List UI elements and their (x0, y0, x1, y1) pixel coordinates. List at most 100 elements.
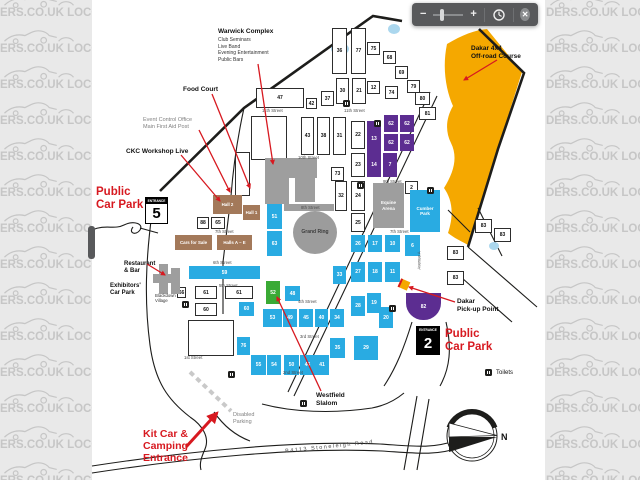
venue-blackdown-village-building (171, 268, 180, 294)
block-65: 65 (211, 217, 225, 229)
block-54: 54 (267, 355, 281, 375)
block-47: 47 (256, 88, 304, 108)
watermark-tile: DERS.CO.UK LOCOST (546, 0, 640, 30)
watermark-tile: ERS.CO.UK LOCOST (0, 0, 110, 30)
block-35: 35 (330, 338, 345, 358)
venue-warwick-complex-building (265, 158, 317, 178)
block-53: 53 (263, 309, 282, 327)
block-55: 55 (251, 355, 266, 375)
toilet-icon (182, 301, 189, 308)
road (145, 212, 191, 418)
watermark-tile: ERS.CO.UK LOCOST (0, 210, 110, 246)
map-label: CKC Workshop Live (126, 148, 189, 155)
map-label: Food Court (183, 86, 219, 93)
block-30: 30 (336, 78, 349, 104)
watermark-tile: DERS.CO.UK LOCOST (546, 246, 640, 282)
road (466, 28, 526, 248)
callout-line (276, 296, 322, 392)
road (91, 222, 142, 234)
block-81: 81 (419, 107, 436, 120)
watermark-tile: DERS.CO.UK LOCOST (546, 102, 640, 138)
callout-line (257, 63, 275, 166)
map-label: Exhibitors' (110, 283, 141, 289)
street-label: 11th Street (344, 108, 365, 113)
pond (489, 242, 499, 250)
map-label: Westfield (316, 392, 345, 399)
watermark-tile: ERS.CO.UK LOCOST (0, 30, 110, 66)
toilet-icon (485, 369, 492, 376)
road (461, 277, 513, 323)
callout-line (180, 154, 221, 202)
block-60: 60 (239, 302, 254, 316)
road (403, 395, 418, 471)
block-27: 27 (351, 262, 365, 282)
watermark-tile: ERS.CO.UK LOCOST (0, 426, 110, 462)
block-83: 83 (447, 271, 464, 285)
street-label: 4th Street (298, 299, 317, 304)
map-label: Event Control Office (143, 117, 193, 123)
block-50: 50 (284, 355, 299, 375)
watermark-tile: DERS.CO.UK LOCOST (546, 210, 640, 246)
street-label: 5th Street (219, 283, 238, 288)
watermark-tile: DERS.CO.UK LOCOST (546, 318, 640, 354)
block-25: 25 (351, 213, 365, 232)
dakar-offroad-area (444, 29, 522, 245)
map-label: Blackdown (155, 293, 176, 298)
block-73: 73 (331, 167, 344, 181)
street-label: 9th Street (383, 179, 402, 184)
scrollbar-thumb[interactable] (88, 226, 95, 259)
block-34: 34 (330, 309, 344, 327)
map-label: Club Seminars (218, 37, 251, 43)
map-label: Off-road Course (471, 53, 521, 60)
zoom-in-button[interactable]: + (470, 8, 477, 20)
road (91, 440, 455, 467)
map-label: Dakar 4x4 (471, 45, 502, 52)
reset-view-icon[interactable] (492, 8, 506, 22)
block-83: 83 (494, 228, 511, 242)
watermark-tile: DERS.CO.UK LOCOST (546, 462, 640, 480)
map-label: Car Park (110, 290, 135, 296)
watermark-tile: DERS.CO.UK LOCOST (546, 390, 640, 426)
road (139, 227, 159, 234)
block-76: 76 (237, 337, 250, 355)
block-62: 62 (400, 134, 414, 151)
zoom-slider-thumb[interactable] (440, 8, 445, 21)
block-33: 33 (333, 266, 346, 284)
watermark-tile: DERS.CO.UK LOCOST (546, 174, 640, 210)
venue-hall-1: Hall 1 (243, 205, 260, 220)
block-83: 83 (475, 219, 492, 233)
street-label: 10th Street (298, 155, 320, 160)
block-19: 19 (367, 293, 381, 313)
zoom-slider[interactable] (433, 8, 464, 22)
block-21: 21 (352, 78, 366, 104)
callout-line (184, 411, 219, 449)
block-68: 68 (383, 51, 396, 64)
watermark-tile: ERS.CO.UK LOCOST (0, 174, 110, 210)
block-74: 74 (385, 86, 398, 99)
block-32: 32 (335, 181, 347, 211)
block-6: 6 (405, 235, 420, 256)
map-label: Warwick Complex (218, 28, 274, 35)
block-62: 62 (384, 115, 398, 132)
watermark-tile: DERS.CO.UK LOCOST (546, 30, 640, 66)
venue-grandstand (284, 204, 334, 211)
toilet-icon (300, 400, 307, 407)
viewer-toolbar: − + ✕ (412, 3, 538, 26)
map-label: Parking (233, 419, 252, 425)
toolbar-divider (512, 7, 514, 22)
zoom-out-button[interactable]: − (420, 8, 427, 20)
block-63: 63 (267, 231, 282, 256)
road (416, 398, 430, 471)
building-footprint (188, 320, 234, 356)
map-label: Slalom (316, 400, 338, 407)
pond (388, 24, 400, 34)
block-45: 45 (299, 309, 313, 327)
callout-line (211, 93, 251, 189)
close-button[interactable]: ✕ (520, 8, 530, 21)
block-7: 7 (383, 153, 397, 177)
block-75: 75 (367, 42, 380, 55)
block-61: 61 (195, 286, 217, 299)
watermark-tile: ERS.CO.UK LOCOST (0, 138, 110, 174)
